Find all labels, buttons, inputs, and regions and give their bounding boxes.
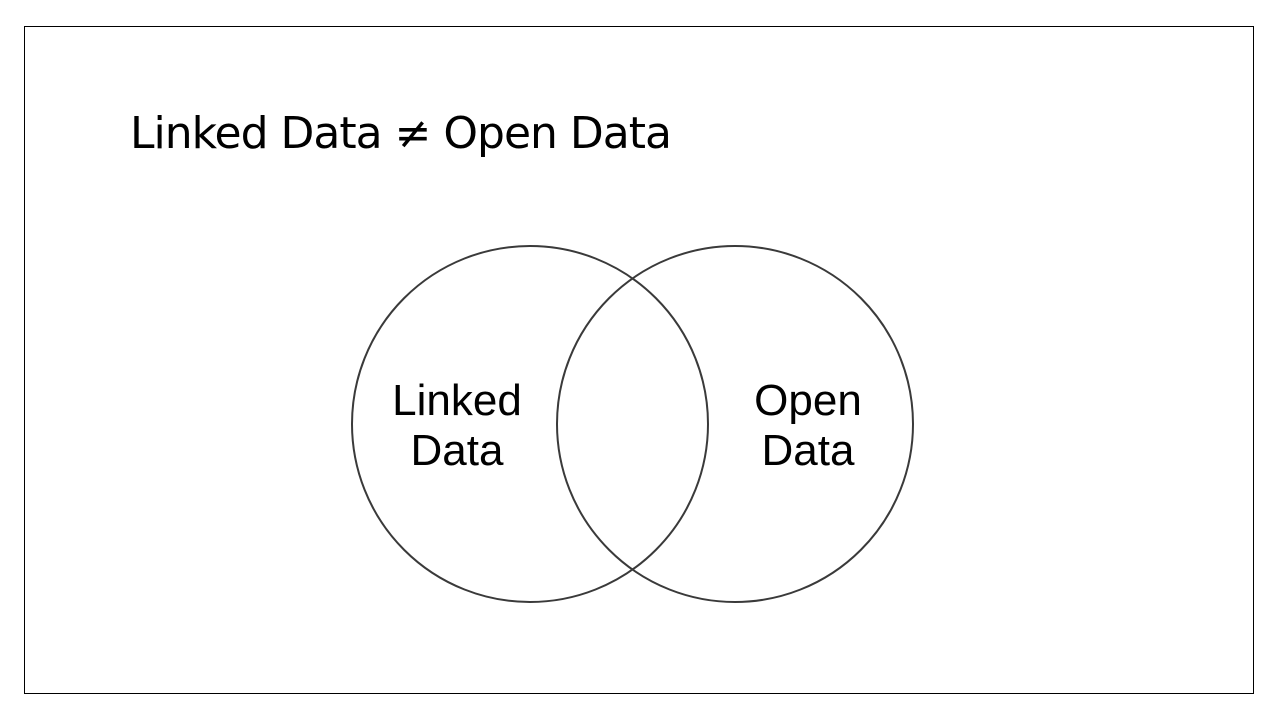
venn-circle-linked-data xyxy=(351,245,709,603)
slide-title: Linked Data ≠ Open Data xyxy=(130,108,672,159)
venn-label-open-data-line2: Data xyxy=(761,426,855,475)
venn-label-linked-data-line2: Data xyxy=(410,426,504,475)
venn-circle-open-data xyxy=(556,245,914,603)
slide-frame xyxy=(24,26,1254,694)
venn-label-open-data-line1: Open xyxy=(754,376,862,425)
venn-label-linked-data-line1: Linked xyxy=(392,376,522,425)
venn-label-open-data: Open Data xyxy=(708,376,908,476)
venn-label-linked-data: Linked Data xyxy=(357,376,557,476)
